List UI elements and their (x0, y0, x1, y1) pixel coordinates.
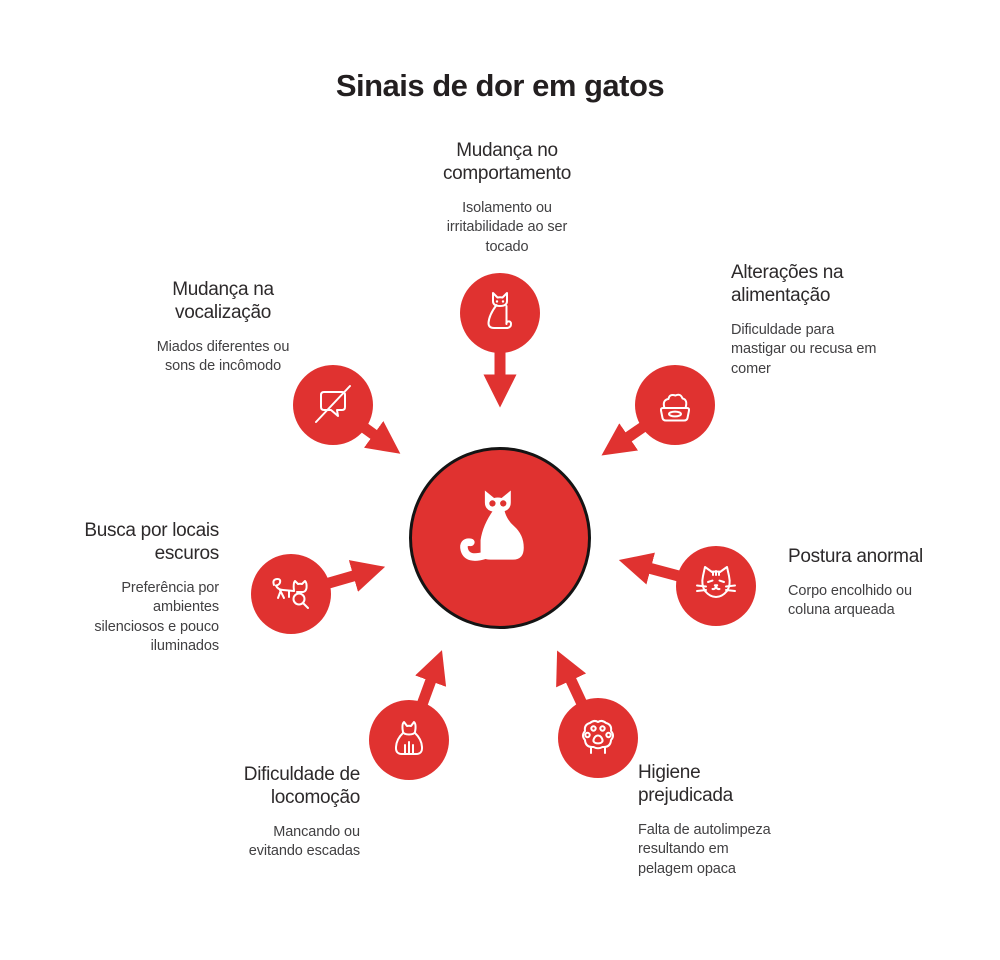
sign-locais-escuros: Busca por locais escuros Preferência por… (74, 520, 219, 657)
sign-locomocao: Dificuldade de locomoção Mancando ou evi… (210, 764, 361, 862)
sign-desc-locais-escuros: Preferência por ambientes silenciosos e … (94, 579, 219, 655)
muted-speech-bubble-icon (315, 385, 351, 423)
sign-title-locomocao: Dificuldade de locomoção (243, 764, 361, 808)
icon-circle-alimentacao (635, 365, 715, 445)
food-bowl-icon (659, 393, 691, 422)
sign-title-locais-escuros: Busca por locais escuros (84, 520, 219, 564)
icon-circle-higiene (558, 698, 638, 778)
sign-desc-postura: Corpo encolhido ou coluna arqueada (788, 582, 912, 619)
sign-title-vocalizacao: Mudança na vocalização (172, 279, 274, 323)
icon-circle-locais-escuros (251, 554, 331, 634)
cat-sitting-outline-icon (487, 292, 512, 329)
sign-desc-alimentacao: Dificuldade para mastigar ou recusa em c… (731, 321, 877, 377)
sign-postura: Postura anormal Corpo encolhido ou colun… (788, 546, 968, 621)
sign-desc-vocalizacao: Miados diferentes ou sons de incômodo (156, 338, 290, 375)
cat-back-outline-icon (394, 721, 424, 755)
sign-desc-locomocao: Mancando ou evitando escadas (248, 823, 360, 860)
sign-desc-comportamento: Isolamento ou irritabilidade ao ser toca… (446, 199, 568, 255)
sign-desc-higiene: Falta de autolimpeza resultando em pelag… (638, 821, 771, 877)
paw-print-icon (582, 719, 614, 754)
sign-title-alimentacao: Alterações na alimentação (731, 262, 844, 306)
cat-magnifier-icon (272, 577, 309, 609)
icon-circle-vocalizacao (293, 365, 373, 445)
icon-circle-postura (676, 546, 756, 626)
sign-higiene: Higiene prejudicada Falta de autolimpeza… (638, 762, 798, 879)
icon-circle-locomocao (369, 700, 449, 780)
sign-vocalizacao: Mudança na vocalização Miados diferentes… (138, 279, 308, 377)
cat-face-icon (696, 566, 736, 598)
center-cat-circle (409, 447, 591, 629)
sign-comportamento: Mudança no comportamento Isolamento ou i… (417, 140, 597, 257)
icon-circle-comportamento (460, 273, 540, 353)
sign-alimentacao: Alterações na alimentação Dificuldade pa… (731, 262, 901, 379)
sign-title-higiene: Higiene prejudicada (638, 762, 733, 806)
sign-title-comportamento: Mudança no comportamento (442, 140, 572, 184)
cat-sitting-silhouette-icon (460, 490, 524, 561)
sign-title-postura: Postura anormal (788, 546, 923, 567)
page-title: Sinais de dor em gatos (335, 68, 665, 103)
